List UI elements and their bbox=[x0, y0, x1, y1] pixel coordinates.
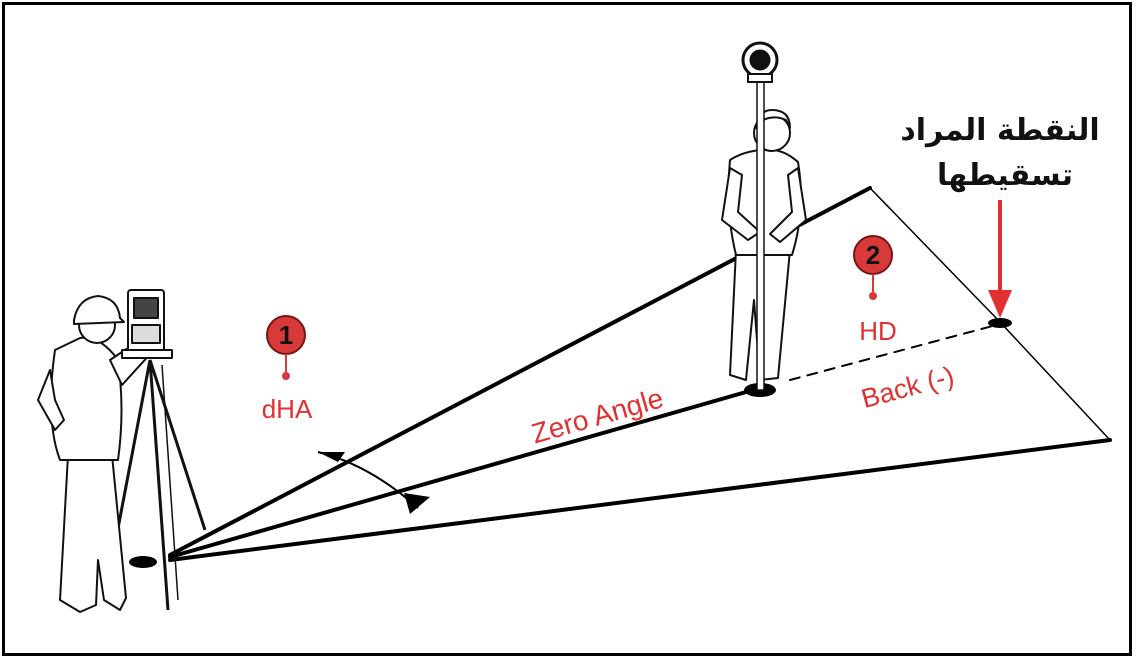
marker-2-number: 2 bbox=[866, 240, 880, 270]
surveyor-figure bbox=[37, 289, 207, 613]
diagram-frame bbox=[2, 2, 1132, 656]
target-point-title-line2: تسقيطها bbox=[937, 158, 1073, 193]
far-edge-line-lower bbox=[999, 321, 1111, 441]
arc-arrow-lower bbox=[404, 493, 430, 514]
dha-angle-arc bbox=[317, 451, 430, 514]
dha-label: dHA bbox=[262, 394, 313, 424]
instrument-ground-point bbox=[129, 556, 157, 568]
marker-1-number: 1 bbox=[279, 320, 293, 350]
sight-lines bbox=[168, 186, 1112, 562]
stakeout-target-point bbox=[988, 318, 1012, 328]
zero-angle-label: Zero Angle bbox=[528, 382, 667, 449]
back-dashed-line bbox=[789, 323, 1001, 381]
target-point-title-line1: النقطة المراد bbox=[900, 113, 1099, 148]
marker-2: 2 bbox=[853, 235, 893, 300]
tripod bbox=[110, 359, 207, 611]
prism-pole bbox=[741, 41, 779, 391]
hard-hat bbox=[73, 295, 125, 325]
marker-1: 1 bbox=[266, 315, 306, 380]
far-edge-line-upper bbox=[869, 187, 1001, 323]
red-arrow-icon bbox=[988, 200, 1012, 318]
total-station bbox=[121, 289, 173, 359]
zero-angle-line bbox=[168, 386, 762, 559]
back-label: Back (-) bbox=[858, 361, 957, 414]
lower-sight-line bbox=[168, 438, 1112, 562]
hd-label: HD bbox=[859, 316, 897, 346]
arc-arrow-upper bbox=[318, 452, 345, 462]
